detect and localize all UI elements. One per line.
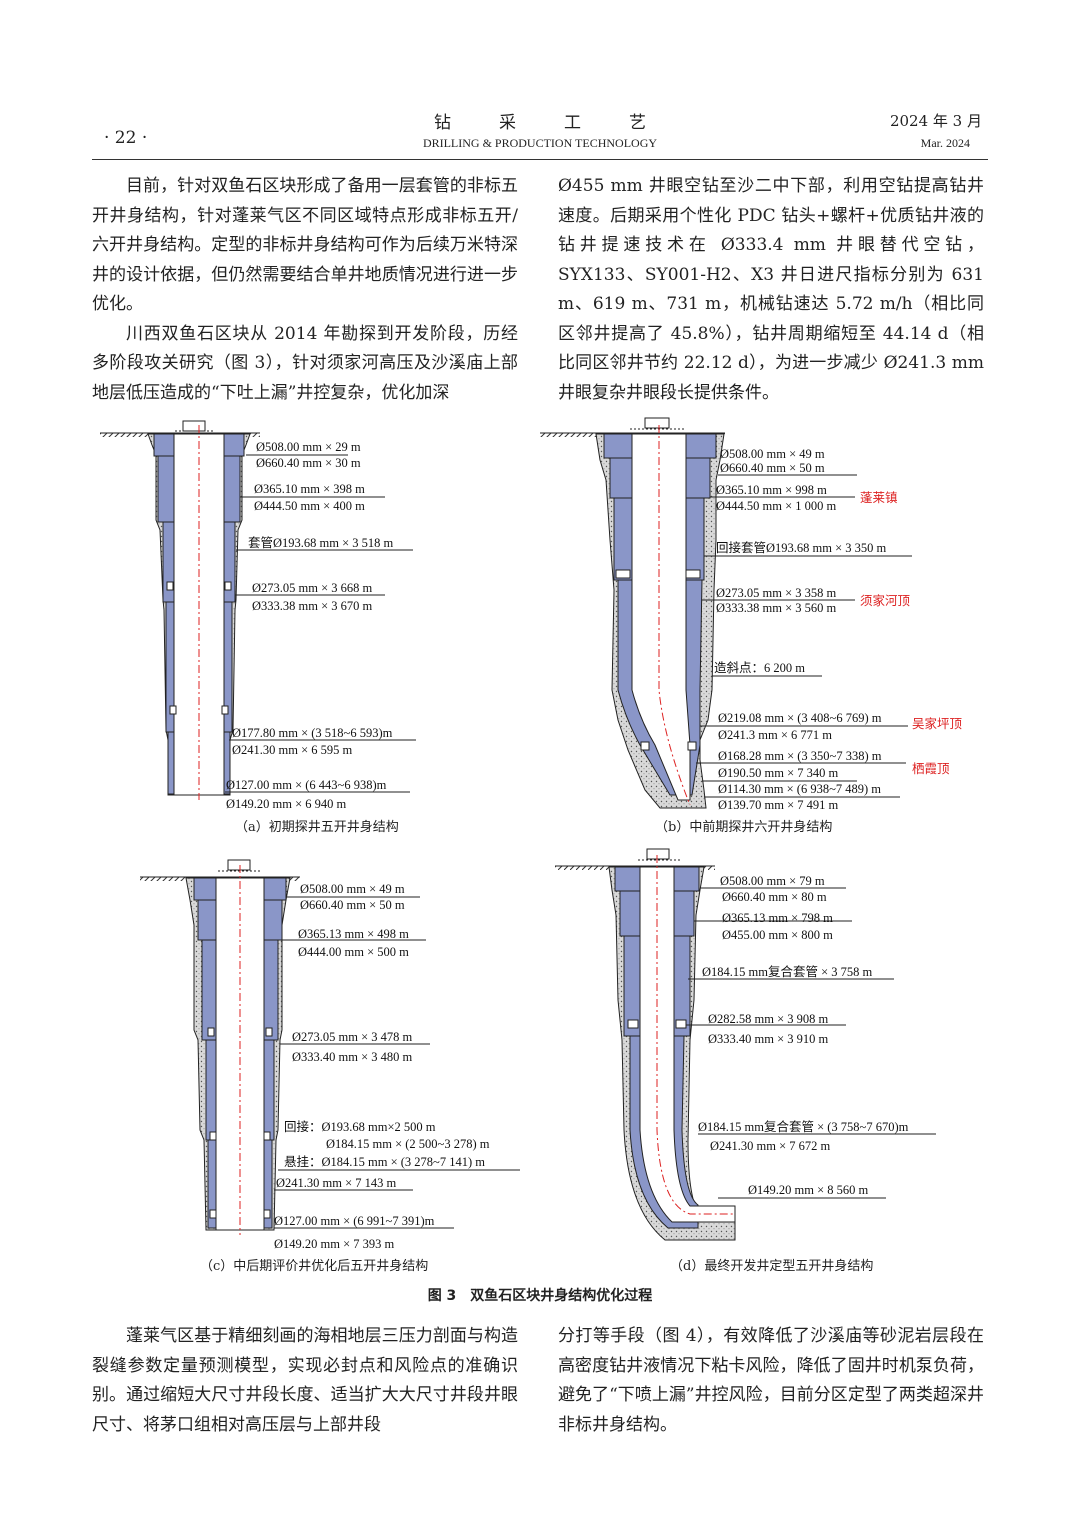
label: Ø660.40 mm × 80 m [722, 890, 827, 904]
paragraph: 目前，针对双鱼石区块形成了备用一层套管的非标五开井身结构，针对蓬莱气区不同区域特… [92, 176, 518, 314]
text-top-left: 目前，针对双鱼石区块形成了备用一层套管的非标五开井身结构，针对蓬莱气区不同区域特… [92, 172, 518, 408]
formation-label: 蓬莱镇 [860, 490, 898, 505]
caption-d: （d）最终开发井定型五开井身结构 [670, 1258, 873, 1274]
label: Ø273.05 mm × 3 358 m [716, 586, 837, 600]
label: Ø660.40 mm × 30 m [256, 456, 361, 470]
page-number: · 22 · [104, 128, 148, 148]
label: Ø508.00 mm × 49 m [300, 882, 405, 896]
label: Ø190.50 mm × 7 340 m [718, 766, 839, 780]
label: Ø241.30 mm × 6 595 m [232, 743, 353, 757]
label: Ø127.00 mm × (6 443~6 938)m [226, 778, 387, 792]
label: Ø660.40 mm × 50 m [300, 898, 405, 912]
label: Ø444.50 mm × 400 m [254, 499, 365, 513]
label: Ø508.00 mm × 49 m [720, 447, 825, 461]
journal-title-en: DRILLING & PRODUCTION TECHNOLOGY [422, 136, 658, 150]
paragraph: 分打等手段（图 4），有效降低了沙溪庙等砂泥岩层段在高密度钻井液情况下粘卡风险，… [558, 1326, 984, 1435]
label: Ø241.3 mm × 6 771 m [718, 728, 832, 742]
text-top-right: Ø455 mm 井眼空钻至沙二中下部，利用空钻提高钻井速度。后期采用个性化 PD… [558, 172, 984, 408]
label: Ø365.10 mm × 998 m [716, 483, 827, 497]
header-rule [92, 159, 988, 160]
label: Ø508.00 mm × 29 m [256, 440, 361, 454]
label: Ø168.28 mm × (3 350~7 338) m [718, 749, 882, 763]
label: Ø149.20 mm × 8 560 m [748, 1183, 869, 1197]
label: Ø508.00 mm × 79 m [720, 874, 825, 888]
label: Ø114.30 mm × (6 938~7 489) m [718, 782, 881, 796]
label: Ø282.58 mm × 3 908 m [708, 1012, 829, 1026]
label: 回接套管Ø193.68 mm × 3 350 m [716, 540, 887, 555]
label: Ø149.20 mm × 7 393 m [274, 1237, 395, 1251]
label: 回接：Ø193.68 mm×2 500 m [284, 1119, 436, 1134]
label: Ø127.00 mm × (6 991~7 391)m [274, 1214, 435, 1228]
label: Ø365.10 mm × 398 m [254, 482, 365, 496]
paragraph: 蓬莱气区基于精细刻画的海相地层三压力剖面与构造裂缝参数定量预测模型，实现必封点和… [92, 1326, 518, 1435]
text-bottom-left: 蓬莱气区基于精细刻画的海相地层三压力剖面与构造裂缝参数定量预测模型，实现必封点和… [92, 1322, 518, 1440]
label: Ø241.30 mm × 7 143 m [276, 1176, 397, 1190]
label: 套管Ø193.68 mm × 3 518 m [248, 535, 394, 550]
issue-date-cn: 2024 年 3 月 [889, 112, 982, 130]
label: Ø139.70 mm × 7 491 m [718, 798, 839, 812]
label: 悬挂：Ø184.15 mm × (3 278~7 141) m [284, 1155, 485, 1169]
label: Ø660.40 mm × 50 m [720, 461, 825, 475]
issue-date-en: Mar. 2024 [920, 136, 970, 150]
well-diagram-a: Ø508.00 mm × 29 m Ø660.40 mm × 30 m Ø365… [100, 420, 416, 835]
caption-b: （b）中前期探井六开井身结构 [655, 819, 832, 835]
paragraph: 川西双鱼石区块从 2014 年勘探到开发阶段，历经多阶段攻关研究（图 3），针对… [92, 323, 518, 403]
well-diagram-c: Ø508.00 mm × 49 m Ø660.40 mm × 50 m Ø365… [140, 859, 520, 1274]
label: Ø444.00 mm × 500 m [298, 945, 409, 959]
formation-label: 栖霞顶 [912, 761, 950, 776]
journal-title-cn: 钻采工艺 [434, 113, 694, 133]
label: Ø184.15 mm × (2 500~3 278) m [326, 1137, 490, 1151]
label: Ø333.38 mm × 3 560 m [716, 601, 837, 615]
label: Ø184.15 mm复合套管 × 3 758 m [702, 964, 873, 979]
label: Ø444.50 mm × 1 000 m [716, 499, 837, 513]
formation-label: 吴家坪顶 [912, 716, 963, 731]
formation-label: 须家河顶 [860, 593, 911, 608]
label: Ø184.15 mm复合套管 × (3 758~7 670)m [698, 1119, 909, 1134]
label: Ø241.30 mm × 7 672 m [710, 1139, 831, 1153]
figure-title: 图 3 双鱼石区块井身结构优化过程 [427, 1288, 653, 1304]
text-bottom-right: 分打等手段（图 4），有效降低了沙溪庙等砂泥岩层段在高密度钻井液情况下粘卡风险，… [558, 1322, 984, 1440]
label: Ø219.08 mm × (3 408~6 769) m [718, 711, 882, 725]
label: Ø177.80 mm × (3 518~6 593)m [232, 726, 393, 740]
label: Ø455.00 mm × 800 m [722, 928, 833, 942]
label: Ø365.13 mm × 498 m [298, 927, 409, 941]
label: Ø273.05 mm × 3 478 m [292, 1030, 413, 1044]
label: Ø149.20 mm × 6 940 m [226, 797, 347, 811]
label: Ø365.13 mm × 798 m [722, 911, 833, 925]
caption-c: （c）中后期评价井优化后五开井身结构 [200, 1258, 428, 1274]
well-diagram-b: Ø508.00 mm × 49 m Ø660.40 mm × 50 m Ø365… [540, 417, 963, 835]
label: Ø333.40 mm × 3 480 m [292, 1050, 413, 1064]
caption-a: （a）初期探井五开井身结构 [235, 819, 399, 835]
well-diagram-d: Ø508.00 mm × 79 m Ø660.40 mm × 80 m Ø365… [555, 848, 936, 1274]
paragraph: Ø455 mm 井眼空钻至沙二中下部，利用空钻提高钻井速度。后期采用个性化 PD… [558, 176, 984, 403]
label: Ø333.40 mm × 3 910 m [708, 1032, 829, 1046]
figure-3: Ø508.00 mm × 29 m Ø660.40 mm × 30 m Ø365… [100, 417, 963, 1274]
label: Ø333.38 mm × 3 670 m [252, 599, 373, 613]
label: Ø273.05 mm × 3 668 m [252, 581, 373, 595]
label: 造斜点：6 200 m [714, 661, 805, 675]
